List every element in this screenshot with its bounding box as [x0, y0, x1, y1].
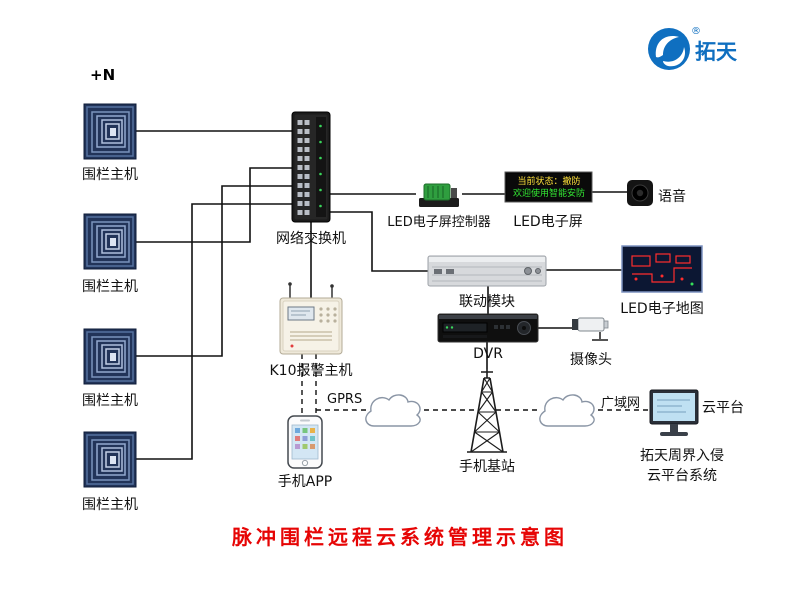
platform-caption-line2: 云平台系统: [647, 468, 717, 484]
phone-icon: [287, 415, 323, 469]
led-map-label: LED电子地图: [620, 301, 704, 317]
diagram-title: 脉冲围栏远程云系统管理示意图: [232, 525, 568, 549]
alarm-host-icon: [279, 282, 343, 355]
camera-label: 摄像头: [570, 352, 612, 368]
voice-label: 语音: [658, 189, 686, 205]
brand-logo-icon: [648, 28, 690, 70]
alarm-host-label: K10报警主机: [269, 363, 353, 379]
camera-icon: [572, 317, 609, 341]
led-map-icon: [621, 245, 703, 293]
linkage-module-icon: [427, 255, 547, 287]
cloud-platform-label: 云平台: [702, 400, 744, 416]
led-screen-icon: [504, 171, 593, 203]
plus-n-label: +N: [90, 66, 116, 84]
cloud-platform-monitor-icon: [649, 389, 699, 436]
dashed-wireless-lines: [301, 354, 652, 416]
fence-host-icon: [83, 328, 137, 385]
network-switch-icon: [291, 111, 331, 223]
led-controller-icon: [419, 183, 459, 207]
led-screen-line2: 欢迎使用智能安防: [512, 189, 585, 199]
dvr-icon: [437, 313, 539, 343]
cloud-icon: [539, 394, 595, 427]
fence-host-icon: [83, 103, 137, 160]
wan-label: 广域网: [601, 396, 641, 411]
voice-speaker-icon: [627, 180, 653, 206]
cloud-icon: [365, 394, 421, 427]
led-controller-label: LED电子屏控制器: [387, 215, 491, 230]
dvr-label: DVR: [473, 346, 503, 362]
network-switch-label: 网络交换机: [276, 231, 346, 247]
fence-host-icon: [83, 213, 137, 270]
fence-host-label: 围栏主机: [82, 279, 138, 295]
gprs-label: GPRS: [327, 392, 363, 407]
fence-host-icon: [83, 431, 137, 488]
led-screen-label: LED电子屏: [513, 214, 583, 230]
brand-name: 拓天: [695, 40, 737, 64]
solid-connection-lines: [136, 130, 627, 460]
fence-host-label: 围栏主机: [82, 497, 138, 513]
platform-caption-line1: 拓天周界入侵: [640, 448, 724, 464]
linkage-module-label: 联动模块: [459, 294, 515, 310]
base-station-label: 手机基站: [459, 459, 515, 475]
registered-mark: ®: [691, 26, 701, 37]
phone-app-label: 手机APP: [277, 474, 333, 490]
base-station-tower-icon: [467, 369, 507, 453]
led-screen-display: 当前状态：撤防 欢迎使用智能安防: [507, 176, 591, 200]
led-screen-line1: 当前状态：撤防: [517, 177, 581, 187]
fence-host-label: 围栏主机: [82, 393, 138, 409]
fence-host-label: 围栏主机: [82, 167, 138, 183]
